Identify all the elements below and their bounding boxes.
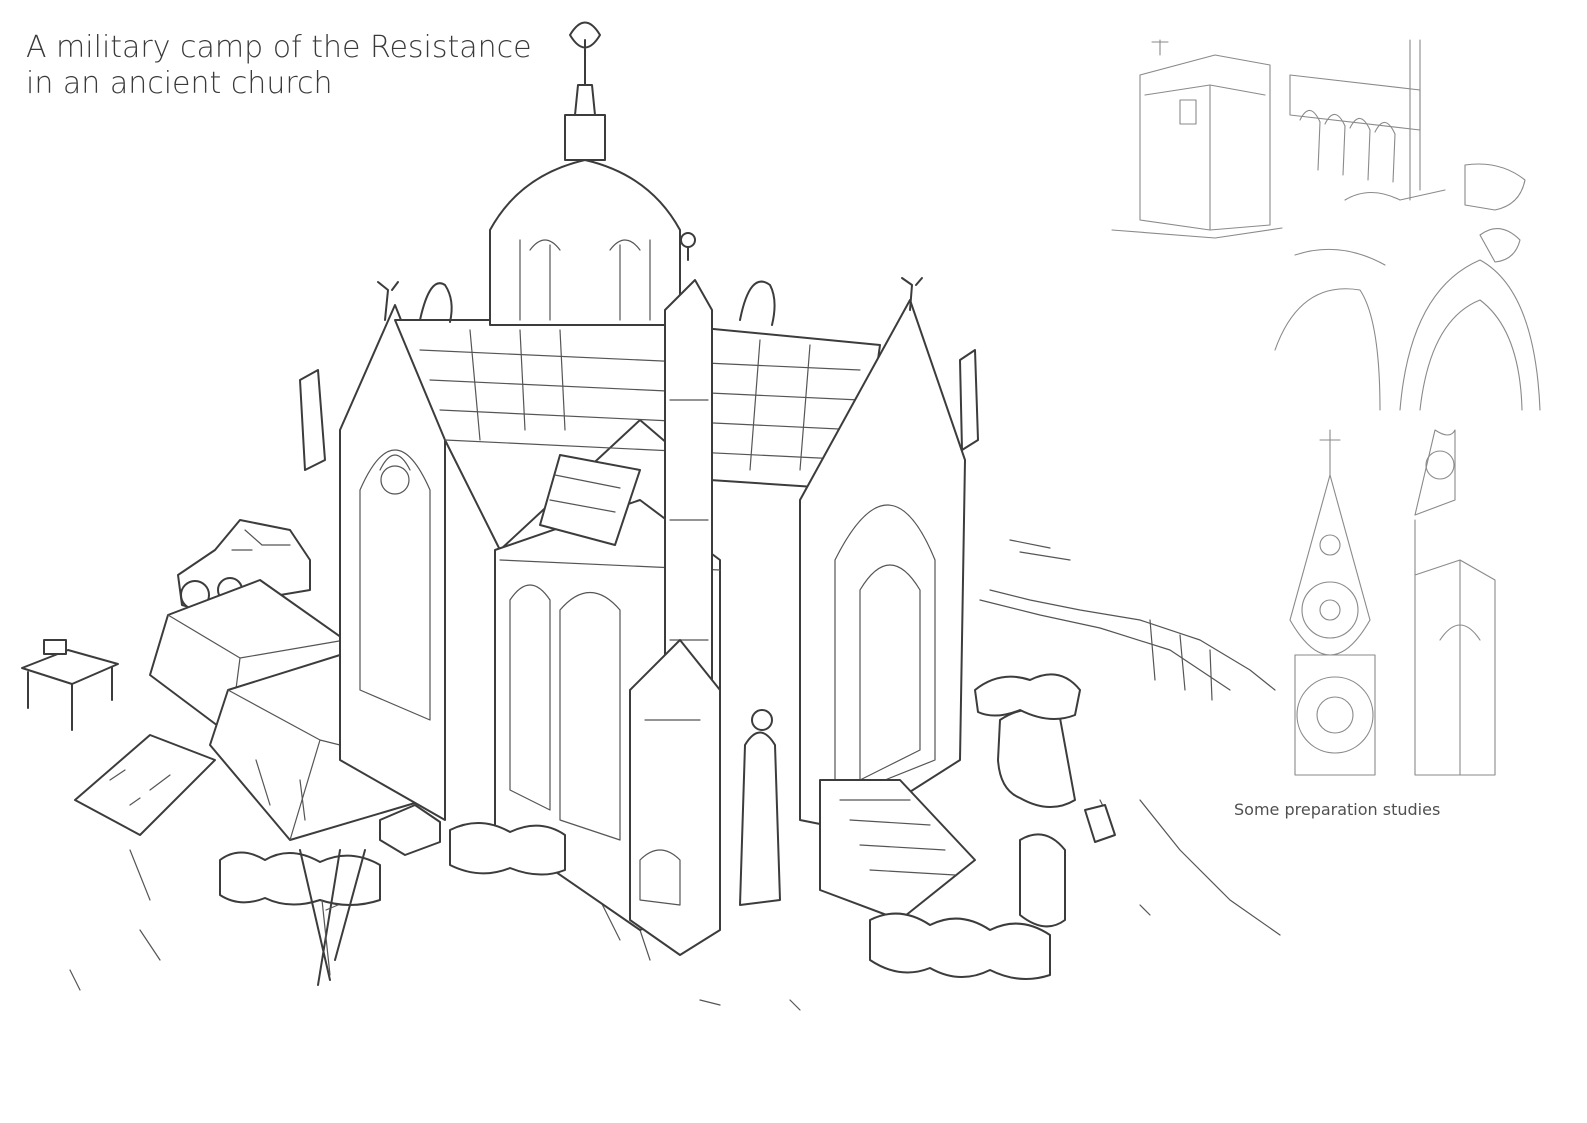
studies-caption: Some preparation studies — [1234, 800, 1441, 819]
supplies — [299, 804, 1116, 986]
study-arches — [1274, 248, 1541, 411]
title-line-1: A military camp of the Resistance — [26, 30, 532, 65]
tents — [149, 579, 441, 841]
study-gargoyles — [1344, 163, 1526, 263]
study-quatrefoil — [1414, 429, 1456, 516]
page-title: A military camp of the Resistance in an … — [26, 30, 532, 102]
study-arcade — [1289, 39, 1421, 201]
camp-table — [21, 639, 119, 731]
study-pillar-block — [1111, 39, 1283, 239]
study-finial-rosette — [1289, 429, 1371, 656]
preparation-studies — [1111, 39, 1541, 776]
ground-mat — [74, 734, 216, 836]
study-column — [1414, 519, 1496, 776]
title-line-2: in an ancient church — [26, 66, 333, 101]
church — [299, 21, 979, 956]
study-round-window — [1294, 654, 1376, 776]
sandbag-walls — [219, 673, 1081, 980]
ground-sketch — [69, 539, 1281, 1011]
